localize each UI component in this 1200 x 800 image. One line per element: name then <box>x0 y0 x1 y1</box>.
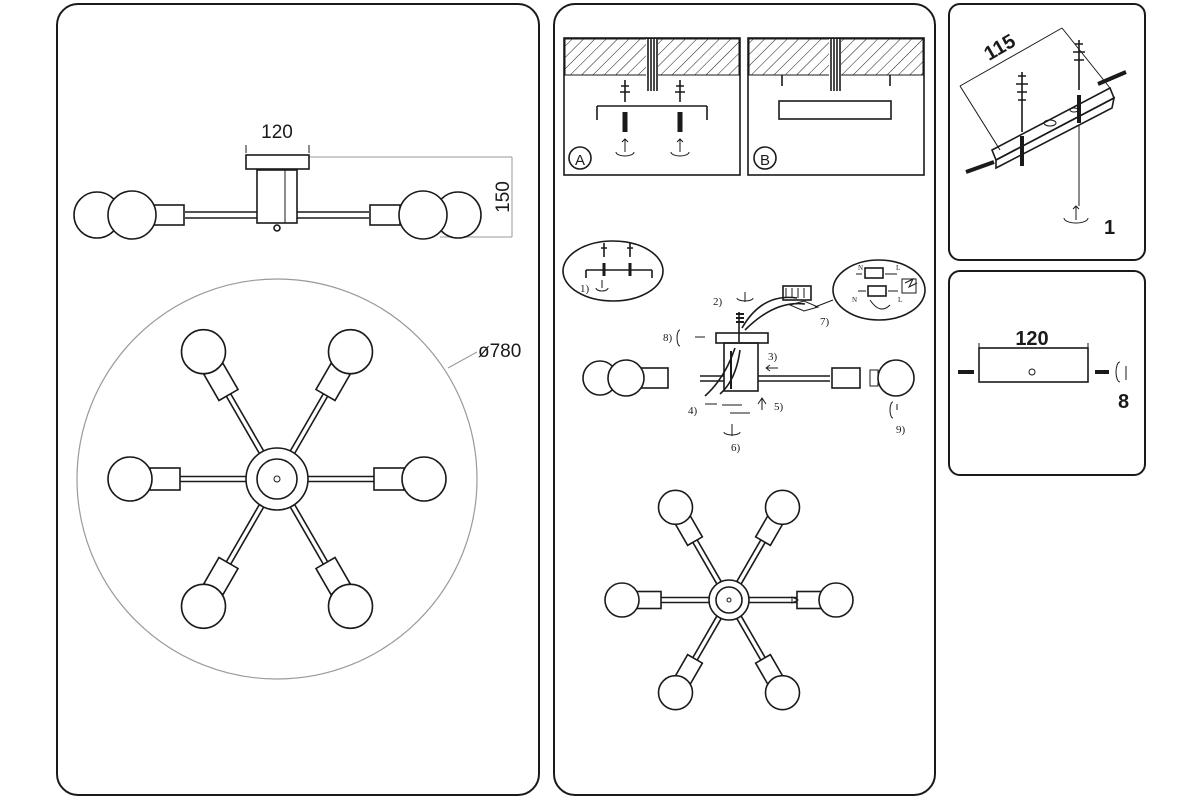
arm-rod <box>225 504 261 563</box>
arm-rod <box>225 395 261 454</box>
plate-step-label: 8 <box>1118 391 1129 413</box>
arm-rod <box>696 539 722 582</box>
mounting-plate-panel <box>948 270 1146 476</box>
plate-dimension-label: 120 <box>1015 328 1048 350</box>
bulb <box>657 674 694 711</box>
arm-rod <box>293 504 329 563</box>
wiring-label-n1: N <box>858 264 863 272</box>
wiring-label-l2: L <box>898 296 902 304</box>
finished-fixture-view <box>604 489 854 711</box>
bulb <box>327 328 374 375</box>
arm-rod <box>736 539 762 582</box>
option-b-label: B <box>760 152 770 169</box>
bracket-iso <box>959 27 1127 224</box>
bracket-detail-panel <box>948 3 1146 261</box>
overview-dimensions-panel <box>56 3 540 796</box>
arm-rod <box>229 506 265 565</box>
top-view <box>76 278 478 680</box>
bulb <box>180 583 227 630</box>
diameter-dimension-label: ø780 <box>478 341 521 362</box>
arm-rod <box>289 393 325 452</box>
bulb <box>327 583 374 630</box>
step-6-label: 6) <box>731 442 741 454</box>
step-8-label: 8) <box>663 332 673 344</box>
arm-rod <box>740 541 766 585</box>
step-5-label: 5) <box>774 401 784 413</box>
wiring-label-l1: L <box>896 264 900 272</box>
arm-rod <box>740 615 766 659</box>
arm-rod <box>692 615 718 659</box>
installation-steps-panel <box>553 3 936 796</box>
mounting-option-b <box>747 37 925 176</box>
arm-rod <box>692 541 718 585</box>
wiring-label-n2: N <box>852 296 857 304</box>
detail-bubble-bracket <box>562 240 664 302</box>
detail-bubble-wiring <box>814 259 926 321</box>
bulb <box>107 456 153 502</box>
step-7-label: 7) <box>820 316 830 328</box>
step-4-label: 4) <box>688 405 698 417</box>
mounting-option-a <box>563 37 741 176</box>
arm-rod <box>293 395 329 454</box>
bulb <box>180 328 227 375</box>
bulb <box>764 674 801 711</box>
step-1-label: 1) <box>580 283 590 295</box>
side-view <box>73 145 513 240</box>
arm-rod <box>736 618 762 661</box>
step-9-label: 9) <box>896 424 906 436</box>
width-dimension-label: 120 <box>261 122 293 143</box>
bulb <box>657 489 694 526</box>
option-a-label: A <box>575 152 585 169</box>
assembly-view <box>582 285 915 436</box>
bulb <box>764 489 801 526</box>
arm-rod <box>229 393 265 452</box>
mounting-plate <box>958 343 1127 383</box>
height-dimension-label: 150 <box>493 181 514 213</box>
bracket-step-label: 1 <box>1104 217 1115 239</box>
arm-rod <box>696 618 722 661</box>
step-3-label: 3) <box>768 351 778 363</box>
step-2-label: 2) <box>713 296 723 308</box>
bulb <box>401 456 447 502</box>
bulb <box>604 582 640 618</box>
bulb <box>818 582 854 618</box>
arm-rod <box>289 506 325 565</box>
